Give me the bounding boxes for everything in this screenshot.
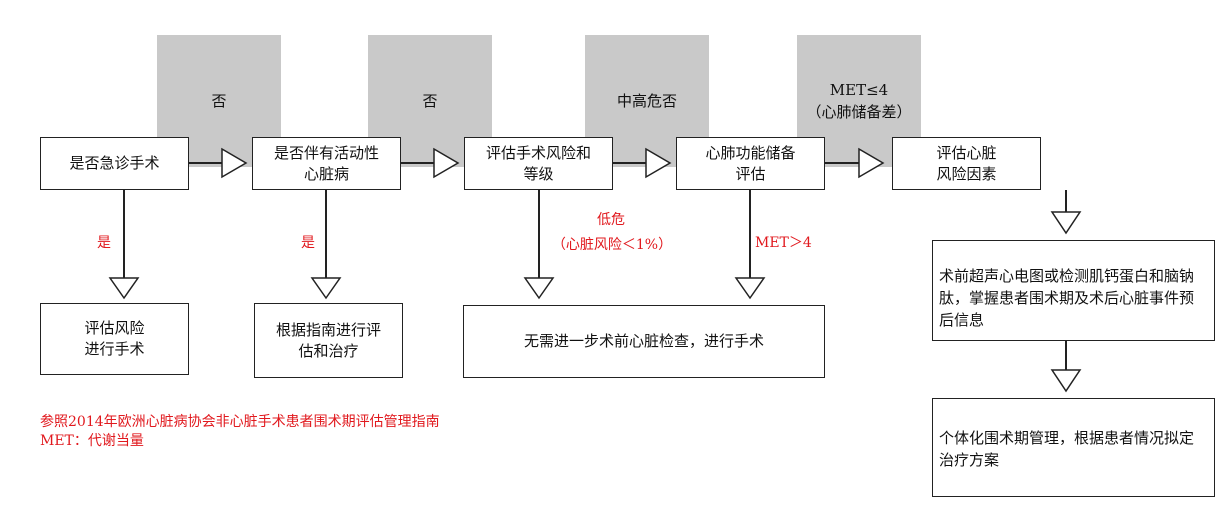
step-cardiac-risk-factors-line2: 风险因素 [936,164,997,183]
outcome-guideline-treatment-line1: 根据指南进行评 [275,320,381,339]
branch-label-low-risk: 低危 [597,212,625,228]
step-cardiac-risk-factors-line1: 评估心脏 [936,143,997,162]
branch-label-low-risk-detail: （心脏风险＜1%） [551,237,673,253]
step-cardiopulmonary-reserve-line2: 评估 [735,164,766,183]
step-emergency-surgery: 是否急诊手术 [40,137,189,190]
outcome-individualized-management: 个体化围术期管理，根据患者情况拟定治疗方案 [932,398,1215,497]
step-active-heart-disease: 是否伴有活动性 心脏病 [252,137,401,190]
footnote-met-definition: MET：代谢当量 [40,433,144,449]
step-surgical-risk: 评估手术风险和 等级 [464,137,613,190]
arrowhead-down-4 [734,277,766,300]
arrowhead-right-2 [433,147,460,179]
outcome-guideline-treatment-line2: 估和治疗 [298,341,359,360]
branch-label-yes-1: 是 [97,235,111,251]
step-cardiac-risk-factors: 评估心脏 风险因素 [892,137,1041,190]
outcome-preop-tests: 术前超声心电图或检测肌钙蛋白和脑钠肽，掌握患者围术期及术后心脏事件预后信息 [932,240,1215,341]
branch-label-met-gt4: MET＞4 [755,235,812,251]
arrowhead-right-4 [858,147,885,179]
outcome-proceed-surgery-text: 无需进一步术前心脏检查，进行手术 [523,332,764,350]
step-cardiopulmonary-reserve: 心肺功能储备 评估 [676,137,825,190]
outcome-assess-and-operate-line1: 评估风险 [84,319,145,337]
outcome-proceed-surgery: 无需进一步术前心脏检查，进行手术 [463,305,825,378]
outcome-assess-and-operate: 评估风险 进行手术 [40,303,189,375]
arrowhead-down-5 [1050,211,1082,235]
arrowhead-right-1 [221,147,248,179]
arrowhead-right-3 [645,147,672,179]
footnote-guideline-reference: 参照2014年欧洲心脏病协会非心脏手术患者围术期评估管理指南 [40,414,440,430]
arrowhead-down-1 [108,277,140,300]
step-surgical-risk-line1: 评估手术风险和 [485,143,591,162]
step-active-heart-disease-line1: 是否伴有活动性 [273,143,379,162]
no-label-1-text: 否 [211,92,227,110]
outcome-individualized-management-text: 个体化围术期管理，根据患者情况拟定治疗方案 [939,429,1195,469]
no-label-2-text: 否 [422,92,438,110]
outcome-preop-tests-text: 术前超声心电图或检测肌钙蛋白和脑钠肽，掌握患者围术期及术后心脏事件预后信息 [939,267,1195,329]
step-active-heart-disease-line2: 心脏病 [303,164,349,183]
outcome-guideline-treatment: 根据指南进行评 估和治疗 [254,303,403,378]
no-label-4-line1: MET≤4 [829,81,889,99]
arrowhead-down-6 [1050,369,1082,393]
step-cardiopulmonary-reserve-line1: 心肺功能储备 [705,143,796,162]
no-label-4-line2: （心肺储备差） [806,103,912,121]
arrowhead-down-3 [523,277,555,300]
step-surgical-risk-line2: 等级 [523,164,554,183]
no-label-3-text: 中高危否 [616,92,677,110]
step-emergency-surgery-text: 是否急诊手术 [69,154,160,172]
arrowhead-down-2 [310,277,342,300]
branch-label-yes-2: 是 [301,235,315,251]
outcome-assess-and-operate-line2: 进行手术 [84,340,145,358]
